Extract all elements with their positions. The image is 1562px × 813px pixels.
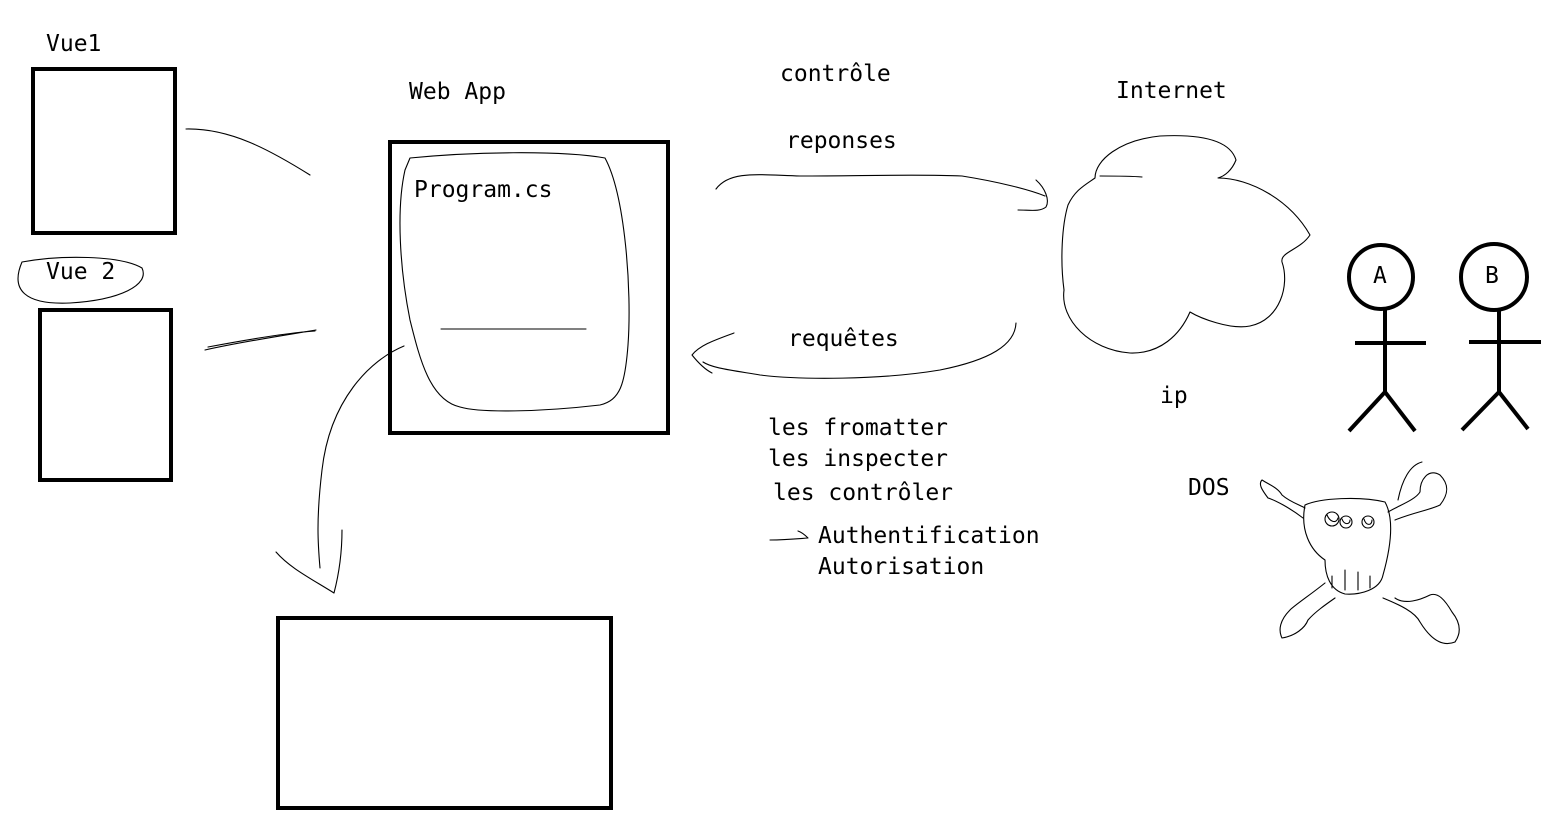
program-cs-label: Program.cs <box>414 177 552 203</box>
task-inspect-label: les inspecter <box>768 446 948 472</box>
vue1-connector <box>185 128 311 176</box>
auth-label: Authentification <box>818 523 1040 549</box>
vue2-connector <box>204 329 317 351</box>
reponses-arrowhead <box>1017 179 1048 211</box>
vue2-label-circle <box>17 256 144 304</box>
user-a-icon <box>1347 243 1426 433</box>
dos-label: DOS <box>1188 475 1230 501</box>
task-format-label: les fromatter <box>768 415 948 441</box>
user-a-label: A <box>1373 263 1387 289</box>
internet-cloud-icon <box>1061 135 1311 354</box>
autorisation-label: Autorisation <box>818 554 984 580</box>
user-b-label: B <box>1485 263 1499 289</box>
user-b-icon <box>1459 242 1541 432</box>
vue2-box <box>38 308 173 482</box>
skull-crossbones-icon <box>1259 461 1460 644</box>
web-app-box <box>388 140 670 435</box>
ip-label: ip <box>1160 383 1188 409</box>
auth-arrow <box>769 530 809 541</box>
vue1-label: Vue1 <box>46 31 101 57</box>
vue2-connector-2 <box>207 330 316 348</box>
requetes-arrow <box>702 322 1017 379</box>
vue1-box <box>31 67 177 235</box>
requetes-label: requêtes <box>788 326 899 352</box>
web-app-label: Web App <box>409 79 506 105</box>
requetes-arrowhead <box>691 332 735 374</box>
task-control-label: les contrôler <box>773 480 953 506</box>
webapp-down-arrow <box>317 345 405 569</box>
reponses-label: reponses <box>786 128 897 154</box>
program-cs-outline <box>399 152 630 412</box>
vue2-label: Vue 2 <box>46 259 115 285</box>
webapp-down-arrowhead <box>275 529 343 594</box>
controle-label: contrôle <box>780 61 891 87</box>
lower-box <box>276 616 613 810</box>
internet-label: Internet <box>1116 78 1227 104</box>
reponses-arrow <box>715 174 1046 197</box>
